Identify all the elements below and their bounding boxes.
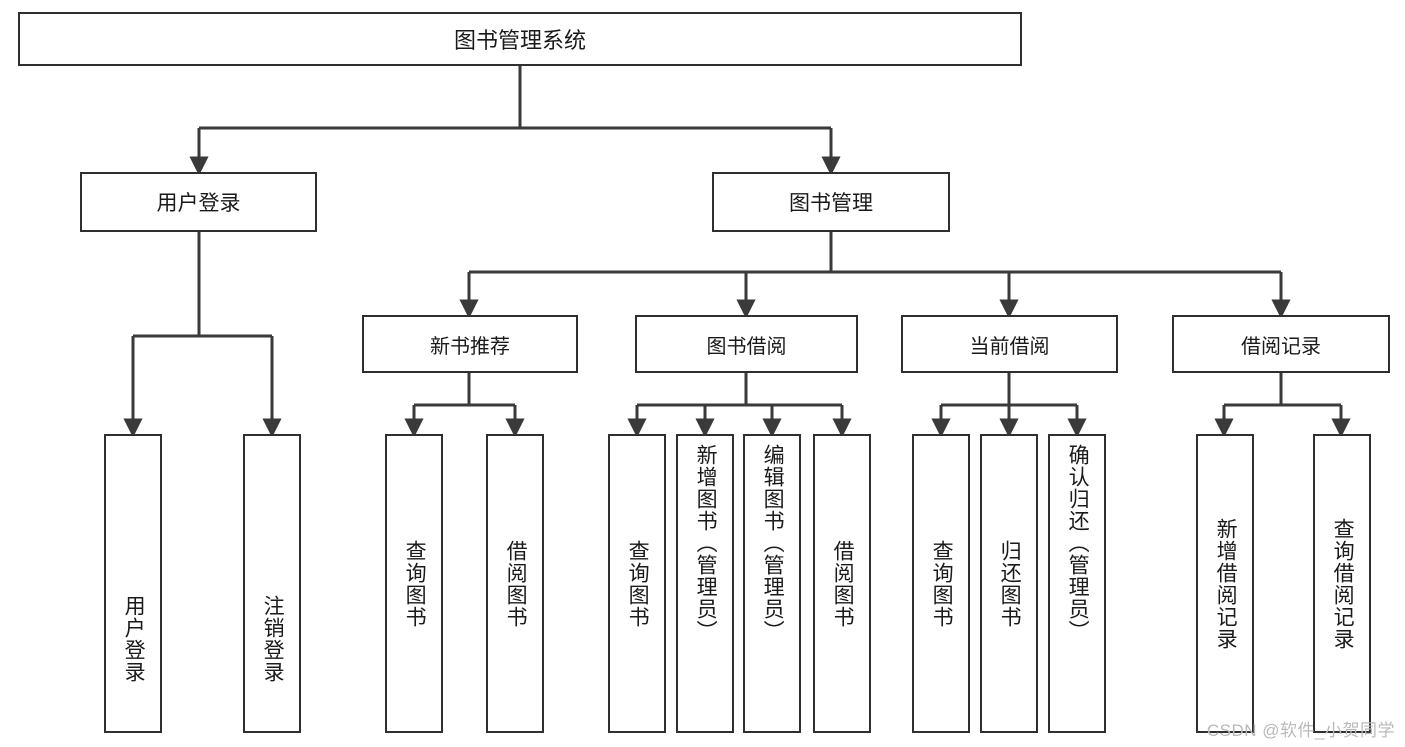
leaf-current-return-label: 归还图书 <box>998 539 1022 628</box>
node-user-login[interactable]: 用户登录 <box>80 172 317 232</box>
leaf-borrow-add-book[interactable]: 新增图书（管理员） <box>676 434 734 733</box>
leaf-record-query[interactable]: 查询借阅记录 <box>1313 434 1371 733</box>
node-book-borrow-label: 图书借阅 <box>706 335 787 358</box>
node-root[interactable]: 图书管理系统 <box>18 12 1022 66</box>
leaf-current-confirm-return-label: 确认归还（管理员） <box>1066 444 1090 642</box>
node-book-management-label: 图书管理 <box>789 192 873 215</box>
leaf-current-return[interactable]: 归还图书 <box>980 434 1038 733</box>
leaf-record-add-label: 新增借阅记录 <box>1214 517 1238 650</box>
leaf-borrow-lend-book[interactable]: 借阅图书 <box>813 434 871 733</box>
node-book-borrow[interactable]: 图书借阅 <box>635 315 858 373</box>
node-current-borrow-label: 当前借阅 <box>969 335 1050 358</box>
leaf-record-add[interactable]: 新增借阅记录 <box>1196 434 1254 733</box>
node-user-login-label: 用户登录 <box>156 192 241 215</box>
node-current-borrow[interactable]: 当前借阅 <box>901 315 1118 373</box>
leaf-user-logout[interactable]: 注销登录 <box>243 434 301 733</box>
leaf-newbook-query[interactable]: 查询图书 <box>385 434 443 733</box>
leaf-borrow-edit-book-label: 编辑图书（管理员） <box>761 444 785 642</box>
leaf-user-login[interactable]: 用户登录 <box>104 434 162 733</box>
leaf-newbook-borrow[interactable]: 借阅图书 <box>486 434 544 733</box>
leaf-user-login-label: 用户登录 <box>122 595 146 683</box>
leaf-borrow-add-book-label: 新增图书（管理员） <box>694 444 718 642</box>
leaf-record-query-label: 查询借阅记录 <box>1331 517 1355 650</box>
leaf-borrow-edit-book[interactable]: 编辑图书（管理员） <box>743 434 801 733</box>
leaf-borrow-query-label: 查询图书 <box>626 539 650 628</box>
leaf-newbook-query-label: 查询图书 <box>403 539 427 628</box>
leaf-current-query[interactable]: 查询图书 <box>912 434 970 733</box>
node-book-management[interactable]: 图书管理 <box>712 172 950 232</box>
leaf-borrow-lend-book-label: 借阅图书 <box>831 539 855 628</box>
leaf-newbook-borrow-label: 借阅图书 <box>504 539 528 628</box>
node-borrow-record[interactable]: 借阅记录 <box>1172 315 1390 373</box>
leaf-borrow-query[interactable]: 查询图书 <box>608 434 666 733</box>
leaf-current-query-label: 查询图书 <box>930 539 954 628</box>
node-new-book-recommend[interactable]: 新书推荐 <box>362 315 578 373</box>
csdn-watermark: CSDN @软件_小贺同学 <box>1206 721 1395 740</box>
leaf-user-logout-label: 注销登录 <box>261 595 285 683</box>
leaf-current-confirm-return[interactable]: 确认归还（管理员） <box>1048 434 1106 733</box>
node-new-book-recommend-label: 新书推荐 <box>430 335 510 358</box>
node-borrow-record-label: 借阅记录 <box>1241 335 1321 358</box>
node-root-label: 图书管理系统 <box>453 28 586 53</box>
